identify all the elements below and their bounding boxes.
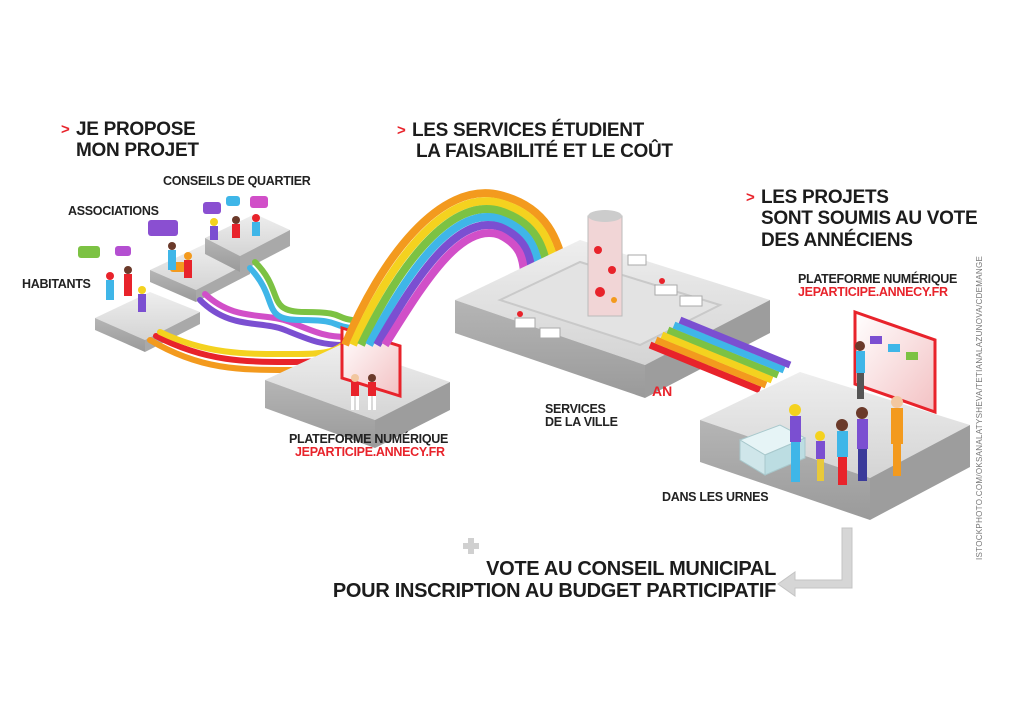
label-associations: ASSOCIATIONS xyxy=(68,204,159,218)
step-vote: > LES PROJETS SONT SOUMIS AU VOTE DES AN… xyxy=(746,187,978,251)
tower xyxy=(587,210,623,317)
screen-right xyxy=(853,309,937,415)
step-vote-line3: DES ANNÉCIENS xyxy=(761,229,913,251)
platform-left-label: PLATEFORME NUMÉRIQUE JEPARTICIPE.ANNECY.… xyxy=(289,432,449,460)
final-line1: VOTE AU CONSEIL MUNICIPAL xyxy=(486,558,776,580)
platform-left-url: JEPARTICIPE.ANNECY.FR xyxy=(295,445,445,460)
services-ville-line1: SERVICES xyxy=(545,402,606,416)
people-right xyxy=(789,341,903,485)
step-vote-line1: LES PROJETS xyxy=(761,187,889,208)
final-line2: POUR INSCRIPTION AU BUDGET PARTICIPATIF xyxy=(332,580,776,603)
step-arrow-icon: > xyxy=(61,121,70,138)
speech-bubbles xyxy=(78,196,268,272)
office-desks xyxy=(514,254,703,339)
plus-icon xyxy=(463,538,479,554)
step-vote-line2: SONT SOUMIS AU VOTE xyxy=(761,208,978,230)
platform-right-title: PLATEFORME NUMÉRIQUE xyxy=(798,272,958,286)
step-services-line2: LA FAISABILITÉ ET LE COÛT xyxy=(416,141,673,163)
ribbons-right xyxy=(648,316,792,394)
step-arrow-icon: > xyxy=(746,189,755,206)
final-step: VOTE AU CONSEIL MUNICIPAL POUR INSCRIPTI… xyxy=(328,558,776,603)
step-services: > LES SERVICES ÉTUDIENT LA FAISABILITÉ E… xyxy=(397,120,673,163)
people-left xyxy=(106,214,260,312)
return-arrow xyxy=(777,527,853,597)
step-propose-line2: MON PROJET xyxy=(76,140,199,162)
step-services-line1: LES SERVICES ÉTUDIENT xyxy=(412,120,644,141)
services-ville-line2: DE LA VILLE xyxy=(545,415,618,430)
urnes-label: DANS LES URNES xyxy=(662,490,769,504)
building-sign: AN xyxy=(652,383,672,399)
label-conseils: CONSEILS DE QUARTIER xyxy=(163,174,311,188)
step-propose: > JE PROPOSE MON PROJET xyxy=(61,119,199,162)
photo-credit: ISTOCKPHOTO.COM/OKSANALATYSHEVA/TETIANAL… xyxy=(975,255,984,560)
step-propose-line1: JE PROPOSE xyxy=(76,119,196,140)
services-ville-label: SERVICES DE LA VILLE xyxy=(545,402,618,430)
label-habitants: HABITANTS xyxy=(22,277,91,291)
step-arrow-icon: > xyxy=(397,122,406,139)
platform-left-title: PLATEFORME NUMÉRIQUE xyxy=(289,432,449,446)
platform-right-url: JEPARTICIPE.ANNECY.FR xyxy=(798,285,948,300)
platform-right-label: PLATEFORME NUMÉRIQUE JEPARTICIPE.ANNECY.… xyxy=(798,272,958,300)
